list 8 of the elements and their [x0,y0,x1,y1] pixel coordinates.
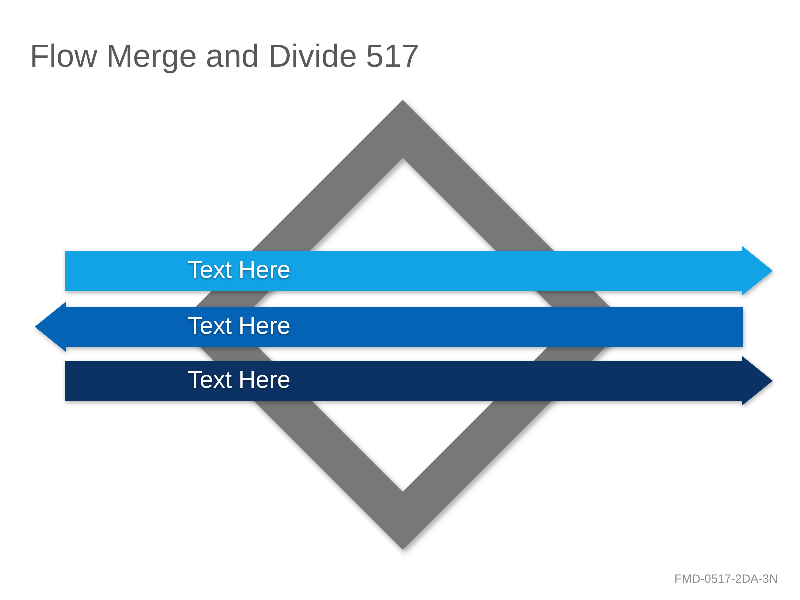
band-text: Text Here [188,259,291,283]
band-text: Text Here [188,315,291,339]
slide-code: FMD-0517-2DA-3N [674,572,778,586]
arrow-band [65,246,773,296]
arrow-band [65,356,773,406]
slide-title: Flow Merge and Divide 517 [30,38,420,75]
band-text: Text Here [188,369,291,393]
arrow-band [35,302,743,352]
